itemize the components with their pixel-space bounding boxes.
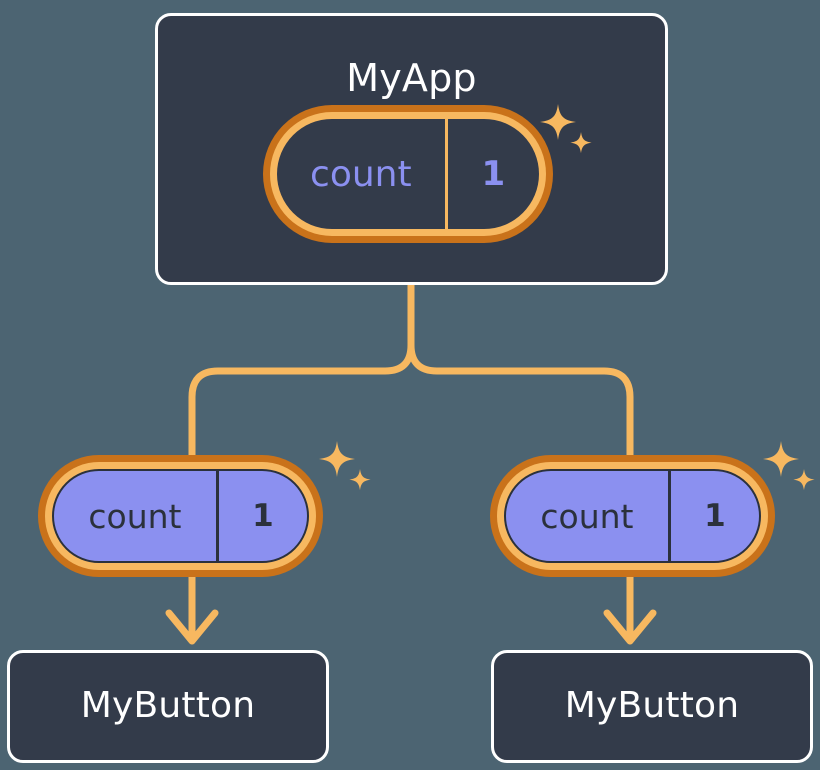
arrow-down-icon-right (603, 573, 657, 645)
arrow-down-icon-left (165, 573, 219, 645)
state-key-label: count (540, 496, 634, 536)
state-pill-child-right[interactable]: count 1 (490, 455, 775, 577)
component-card-mybutton-right[interactable]: MyButton (491, 650, 813, 763)
state-pill-myapp[interactable]: count 1 (263, 105, 553, 243)
component-title-mybutton: MyButton (564, 685, 740, 726)
component-title-myapp: MyApp (346, 56, 477, 100)
pill-body: count 1 (277, 119, 539, 229)
pill-inner-ring: count 1 (270, 112, 546, 236)
component-title-mybutton: MyButton (80, 685, 256, 726)
pill-body: count 1 (52, 469, 309, 563)
pill-inner-ring: count 1 (497, 462, 768, 570)
pill-inner-ring: count 1 (45, 462, 316, 570)
pill-outer-ring: count 1 (263, 105, 553, 243)
pill-outer-ring: count 1 (490, 455, 775, 577)
state-value-label: 1 (444, 119, 539, 229)
state-key-label: count (310, 153, 412, 195)
branch-connector (188, 281, 634, 459)
pill-outer-ring: count 1 (38, 455, 323, 577)
state-value-label: 1 (215, 471, 307, 561)
state-pill-child-left[interactable]: count 1 (38, 455, 323, 577)
component-card-mybutton-left[interactable]: MyButton (7, 650, 329, 763)
state-key-label: count (88, 496, 182, 536)
state-value-label: 1 (667, 471, 759, 561)
pill-body: count 1 (504, 469, 761, 563)
